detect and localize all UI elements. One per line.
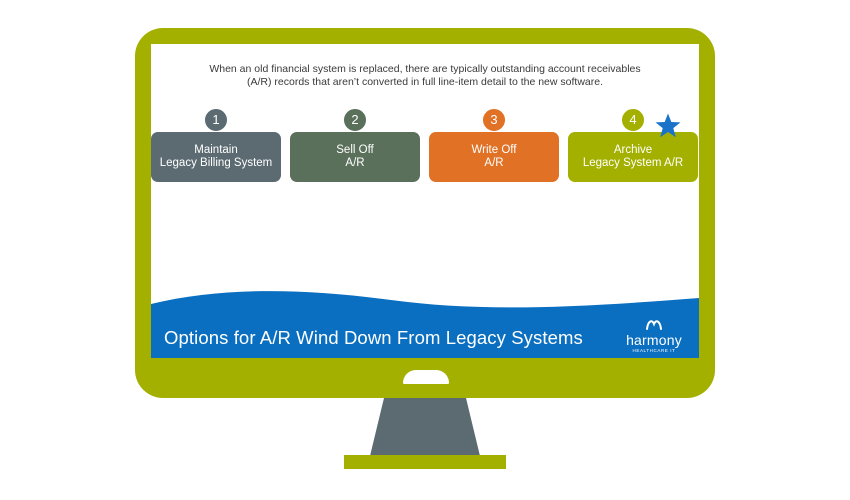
step-4-box: Archive Legacy System A/R bbox=[568, 132, 698, 182]
star-icon bbox=[655, 113, 681, 138]
step-1-line-2: Legacy Billing System bbox=[159, 157, 273, 169]
intro-text: When an old financial system is replaced… bbox=[151, 63, 699, 89]
step-2-line-1: Sell Off bbox=[336, 143, 374, 156]
step-3-number-badge: 3 bbox=[481, 107, 507, 133]
step-4-line-2: Legacy System A/R bbox=[582, 157, 684, 169]
brand-name: harmony bbox=[626, 332, 682, 348]
step-1-box: Maintain Legacy Billing System bbox=[151, 132, 281, 182]
intro-line-2: (A/R) records that aren’t converted in f… bbox=[247, 76, 603, 88]
footer-wave bbox=[151, 291, 699, 358]
step-2-line-2: A/R bbox=[345, 157, 365, 169]
step-4-number-badge: 4 bbox=[620, 107, 646, 133]
step-1-number-badge: 1 bbox=[203, 107, 229, 133]
step-3-box: Write Off A/R bbox=[429, 132, 559, 182]
step-4-line-1: Archive bbox=[613, 143, 653, 156]
monitor-base bbox=[344, 455, 506, 469]
power-button bbox=[403, 370, 449, 384]
step-2-box: Sell Off A/R bbox=[290, 132, 420, 182]
harmony-logo: harmony HEALTHCARE IT bbox=[615, 317, 693, 357]
intro-line-1: When an old financial system is replaced… bbox=[209, 63, 641, 75]
step-3-line-1: Write Off bbox=[471, 143, 517, 156]
step-1-line-1: Maintain bbox=[194, 143, 238, 156]
footer-title: Options for A/R Wind Down From Legacy Sy… bbox=[164, 327, 583, 348]
monitor-stand bbox=[370, 398, 480, 456]
step-2-number-badge: 2 bbox=[342, 107, 368, 133]
brand-tagline: HEALTHCARE IT bbox=[632, 348, 676, 353]
harmony-swoosh-icon bbox=[646, 320, 662, 330]
monitor-screen: When an old financial system is replaced… bbox=[151, 44, 699, 358]
step-3-line-2: A/R bbox=[484, 157, 504, 169]
